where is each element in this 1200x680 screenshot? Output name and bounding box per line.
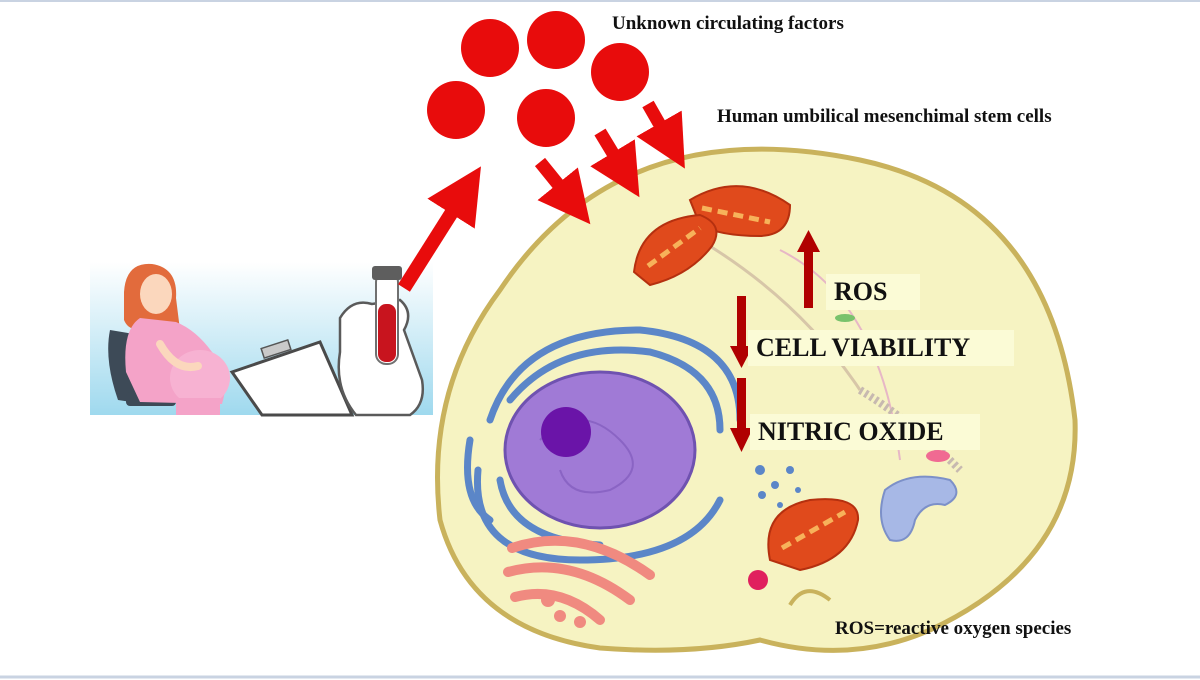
nucleolus bbox=[541, 407, 591, 457]
factor-dot bbox=[461, 19, 519, 77]
factor-arrow-2 bbox=[590, 128, 640, 198]
factor-dot bbox=[591, 43, 649, 101]
footnote-label: ROS=reactive oxygen species bbox=[835, 618, 1072, 639]
mitochondria bbox=[632, 185, 860, 572]
ros-up-arrow bbox=[797, 230, 820, 308]
factor-dot bbox=[517, 89, 575, 147]
vesicles bbox=[755, 465, 801, 508]
viability-down-arrow bbox=[730, 296, 753, 368]
factor-arrow-1 bbox=[534, 157, 591, 225]
circulating-factors-label: Unknown circulating factors bbox=[612, 13, 844, 34]
ros-effect-label: ROS bbox=[826, 274, 920, 310]
golgi-apparatus bbox=[503, 535, 655, 625]
nitric-oxide-down-arrow bbox=[730, 378, 753, 452]
stem-cell bbox=[435, 146, 1078, 653]
factor-dot bbox=[527, 11, 585, 69]
nucleus bbox=[503, 370, 697, 530]
nitric-oxide-effect-label: NITRIC OXIDE bbox=[750, 414, 980, 450]
cell-viability-effect-label: CELL VIABILITY bbox=[748, 330, 1014, 366]
sample-to-factors-arrow bbox=[398, 166, 481, 292]
factor-dot bbox=[427, 81, 485, 139]
factor-arrow-3 bbox=[636, 100, 685, 169]
stem-cells-label: Human umbilical mesenchimal stem cells bbox=[717, 106, 1052, 127]
effect-arrows bbox=[730, 230, 820, 452]
blood-tube-icon bbox=[337, 266, 424, 417]
vesicle-pink bbox=[748, 570, 768, 590]
lysosome bbox=[880, 475, 958, 542]
circulating-factors bbox=[427, 11, 649, 147]
